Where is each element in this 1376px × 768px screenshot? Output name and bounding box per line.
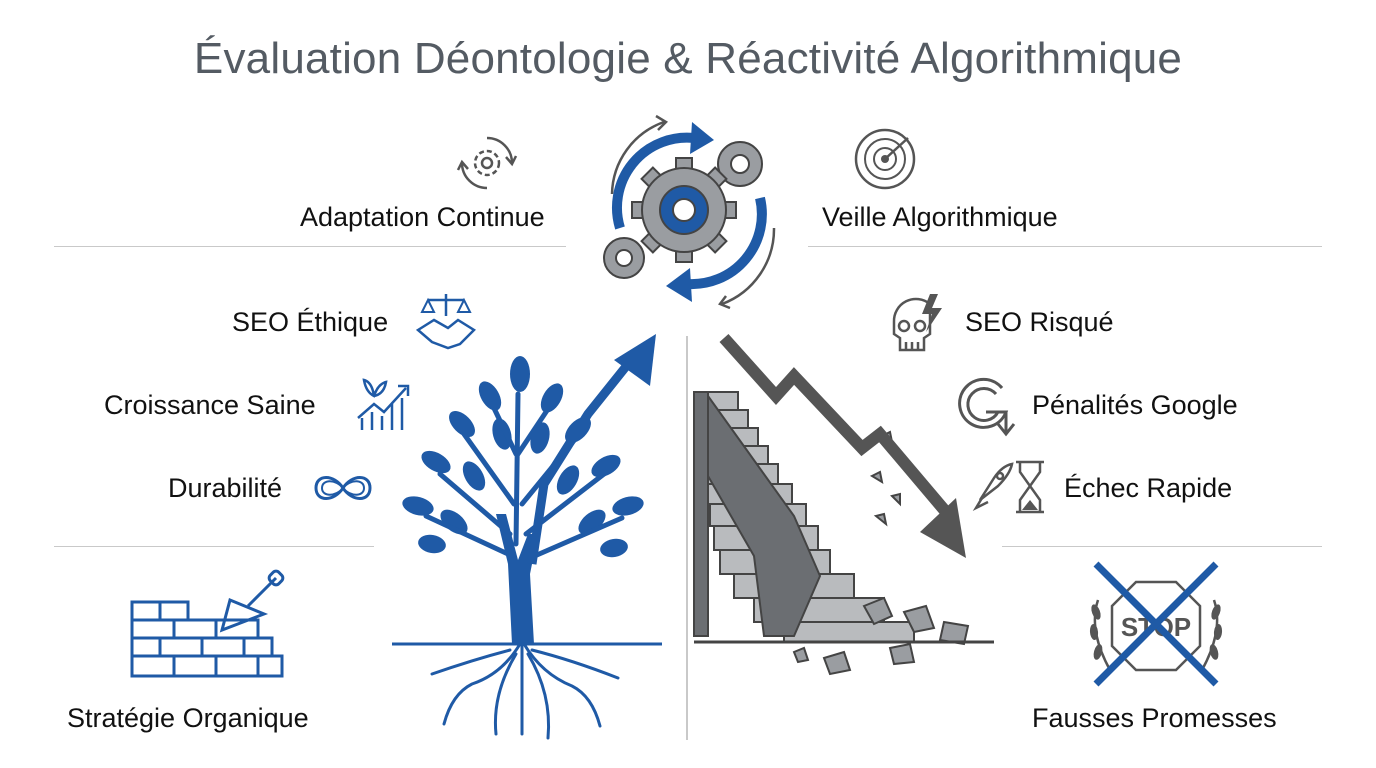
penalites-google-label: Pénalités Google <box>1032 390 1238 420</box>
balance-handshake-icon <box>415 294 476 350</box>
crumbling-wall-falling-arrow-icon <box>693 333 994 676</box>
divider-top-left <box>54 246 566 247</box>
divider-bottom-left <box>54 546 374 547</box>
divider-bottom-right <box>1002 546 1322 547</box>
strategie-organique-label: Stratégie Organique <box>67 703 309 733</box>
durabilite-label: Durabilité <box>168 473 283 503</box>
gear-cycle-icon <box>456 136 518 190</box>
tree-rising-arrow-icon <box>392 334 662 740</box>
adaptation-continue-label: Adaptation Continue <box>300 202 545 232</box>
brick-wall-trowel-icon <box>130 569 285 678</box>
rocket-hourglass-icon <box>972 460 1044 514</box>
page-title: Évaluation Déontologie & Réactivité Algo… <box>193 34 1183 83</box>
seo-risque-label: SEO Risqué <box>965 307 1114 337</box>
fausses-promesses-label: Fausses Promesses <box>1032 703 1277 733</box>
infinity-icon <box>314 476 372 500</box>
google-down-arrow-icon <box>958 377 1016 437</box>
seo-ethique-label: SEO Éthique <box>232 307 389 337</box>
divider-center <box>686 336 688 740</box>
echec-rapide-label: Échec Rapide <box>1064 473 1233 503</box>
skull-lightning-icon <box>892 294 942 352</box>
gears-cycle-arrows-icon <box>603 114 776 310</box>
divider-top-right <box>808 246 1322 247</box>
veille-algorithmique-label: Veille Algorithmique <box>822 202 1058 232</box>
croissance-saine-label: Croissance Saine <box>104 390 316 420</box>
growth-chart-sprout-icon <box>357 378 410 430</box>
crossed-stop-laurel-icon: STOP <box>1089 561 1223 687</box>
radar-icon <box>854 128 916 190</box>
